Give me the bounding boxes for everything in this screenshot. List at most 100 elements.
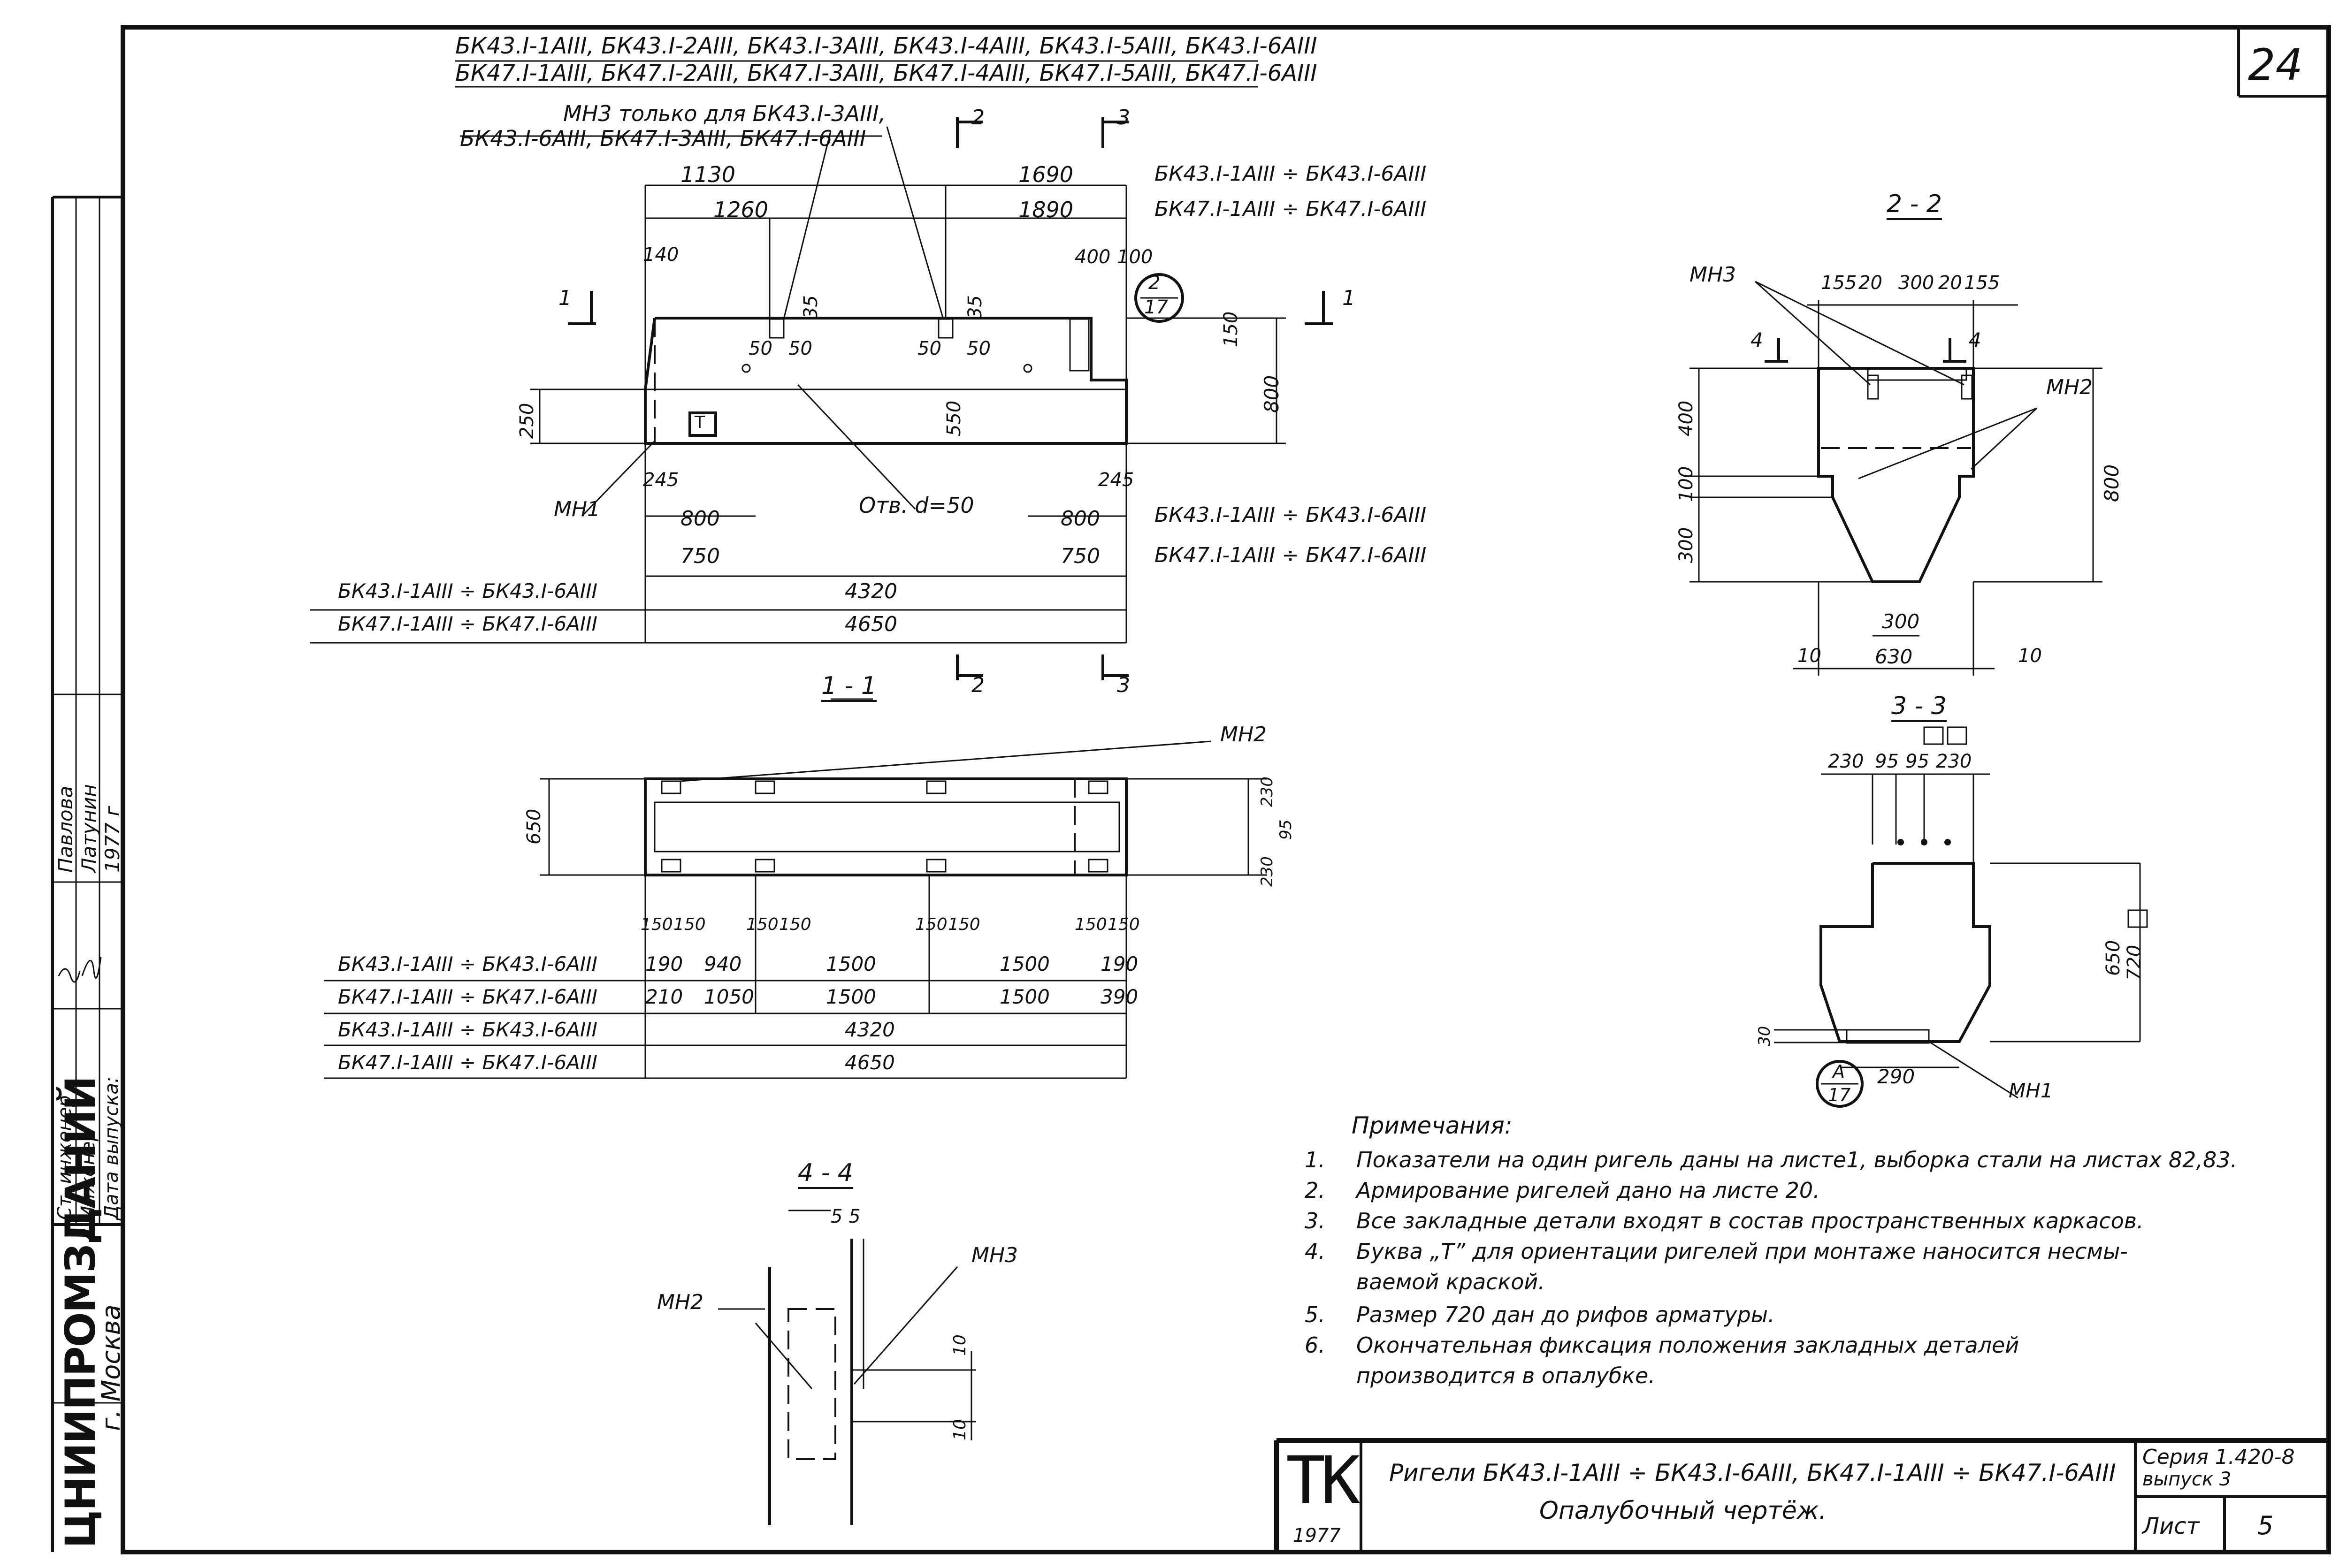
dim-100: 100 [1117, 246, 1153, 268]
mn1-label: МН1 [554, 497, 601, 521]
range-47b-label: БК47.I-1АIII ÷ БК47.I-6АIII [1154, 543, 1427, 567]
s33-dim-290: 290 [1877, 1065, 1915, 1088]
dim-245-a: 245 [643, 469, 679, 491]
s33-callout-bottom: 17 [1828, 1085, 1851, 1105]
note-2-num: 2. [1305, 1178, 1325, 1203]
s22-dim-10-a: 10 [1797, 645, 1821, 667]
len-4320: 4320 [845, 579, 897, 603]
s33-dim-230-a: 230 [1828, 751, 1864, 772]
t-mark: Т [695, 413, 705, 432]
plan-row-1-v3: 1500 [826, 952, 876, 975]
note-5-text: Размер 720 дан до рифов арматуры. [1356, 1302, 1775, 1327]
dim-750-a: 750 [680, 544, 720, 568]
plan-row-1-v4: 1500 [1000, 952, 1050, 975]
title-line-2: Опалубочный чертёж. [1539, 1497, 1827, 1525]
dim-50-d: 50 [967, 338, 991, 359]
cut-3-bottom: 3 [1117, 673, 1130, 697]
dim-150-1: 150 [641, 915, 673, 934]
callout-den: 17 [1144, 297, 1168, 318]
note-4-num: 4. [1305, 1239, 1325, 1264]
range-47-label: БК47.I-1АIII ÷ БК47.I-6АIII [1154, 197, 1427, 221]
s33-dim-95-a: 95 [1875, 751, 1899, 772]
s33-mn1: МН1 [2009, 1079, 2053, 1102]
plan-row-2-v1: 210 [645, 985, 683, 1008]
title-line-1: Ригели БК43.I-1АIII ÷ БК43.I-6АIII, БК47… [1389, 1459, 2116, 1486]
dim-150-6: 150 [948, 915, 980, 934]
dim-750-b: 750 [1061, 544, 1100, 568]
note-6-cont: производится в опалубке. [1356, 1363, 1655, 1388]
callout-num: 2 [1148, 272, 1161, 294]
plan-row-2-label: БК47.I-1АIII ÷ БК47.I-6АIII [338, 985, 598, 1008]
dim-150-4: 150 [779, 915, 811, 934]
plan-row-4-label: БК47.I-1АIII ÷ БК47.I-6АIII [338, 1051, 598, 1074]
dim-50-c: 50 [917, 338, 941, 359]
dim-1130: 1130 [680, 162, 736, 187]
s22-dim-155-a: 155 [1821, 272, 1857, 294]
note-1-num: 1. [1305, 1147, 1325, 1172]
plan-mn2-label: МН2 [1220, 723, 1267, 746]
plan-row-2-v4: 1500 [1000, 985, 1050, 1008]
dim-150-8: 150 [1108, 915, 1140, 934]
len-label-43: БК43.I-1АIII ÷ БК43.I-6АIII [338, 579, 598, 602]
plan-row-2-v3: 1500 [826, 985, 876, 1008]
hole-label: Отв. d=50 [859, 493, 974, 518]
dim-1690: 1690 [1018, 162, 1074, 187]
note-3-text: Все закладные детали входят в состав про… [1356, 1208, 2144, 1233]
s44-mn3: МН3 [971, 1243, 1018, 1267]
mn3-note-2: БК43.I-6АIII, БК47.I-3АIII, БК47.I-6АIII [460, 126, 866, 151]
dim-150-7: 150 [1075, 915, 1107, 934]
s22-dim-10-b: 10 [2018, 645, 2042, 667]
note-1-text: Показатели на один ригель даны на листе1… [1356, 1147, 2238, 1172]
cut-2-top: 2 [971, 106, 985, 129]
dim-150-5: 150 [915, 915, 948, 934]
plan-row-1-label: БК43.I-1АIII ÷ БК43.I-6АIII [338, 952, 598, 975]
note-2-text: Армирование ригелей дано на листе 20. [1356, 1178, 1820, 1203]
plan-row-2-v5: 390 [1101, 985, 1139, 1008]
s22-cut-4-left: 4 [1750, 328, 1763, 351]
mn3-note-1: МН3 только для БК43.I-3АIII, [563, 101, 886, 126]
note-3-num: 3. [1305, 1208, 1325, 1233]
s22-mn3: МН3 [1689, 263, 1736, 287]
note-6-num: 6. [1305, 1332, 1325, 1358]
header-line-1: БК43.I-1АIII, БК43.I-2АIII, БК43.I-3АIII… [455, 33, 1317, 59]
cut-1-right: 1 [1342, 286, 1355, 310]
dim-1890: 1890 [1018, 197, 1074, 222]
plan-row-3-v1: 4320 [845, 1018, 895, 1041]
s22-dim-20-a: 20 [1858, 272, 1882, 294]
s33-dim-230-b: 230 [1936, 751, 1972, 772]
sheet-label: Лист [2142, 1513, 2200, 1539]
sheet-value: 5 [2257, 1511, 2274, 1540]
dim-150-3: 150 [746, 915, 779, 934]
s33-callout-top: А [1833, 1061, 1845, 1082]
len-4650: 4650 [845, 612, 897, 636]
s22-cut-4-right: 4 [1969, 328, 1981, 351]
len-label-47: БК47.I-1АIII ÷ БК47.I-6АIII [338, 612, 598, 635]
series-label: Серия 1.420-8 [2142, 1445, 2295, 1469]
notes-title: Примечания: [1352, 1112, 1513, 1139]
dim-50-b: 50 [788, 338, 812, 359]
dim-800-a: 800 [680, 507, 720, 531]
s44-cut-5: 5 5 [831, 1206, 861, 1227]
s22-dim-300-b: 300 [1882, 610, 1920, 633]
s22-dim-155-b: 155 [1964, 272, 2000, 294]
tk-logo: ТК [1286, 1443, 1361, 1519]
note-4-cont: ваемой краской. [1356, 1269, 1545, 1294]
s44-mn2: МН2 [657, 1290, 704, 1314]
cut-3-top: 3 [1117, 106, 1130, 129]
note-4-text: Буква „Т” для ориентации ригелей при мон… [1356, 1239, 2128, 1264]
note-5-num: 5. [1305, 1302, 1325, 1327]
plan-row-1-v5: 190 [1101, 952, 1139, 975]
dim-400: 400 [1075, 246, 1111, 268]
issue-label: выпуск 3 [2142, 1469, 2232, 1490]
s22-dim-20-b: 20 [1938, 272, 1962, 294]
plan-row-2-v2: 1050 [704, 985, 754, 1008]
tk-year: 1977 [1293, 1525, 1341, 1546]
cut-1-left: 1 [558, 286, 572, 310]
section-2-2-title: 2 - 2 [1887, 190, 1942, 220]
range-43-label: БК43.I-1АIII ÷ БК43.I-6АIII [1154, 162, 1427, 186]
dim-150-2: 150 [673, 915, 706, 934]
note-6-text: Окончательная фиксация положения закладн… [1356, 1332, 2019, 1358]
sheet-number: 24 [2248, 40, 2303, 90]
